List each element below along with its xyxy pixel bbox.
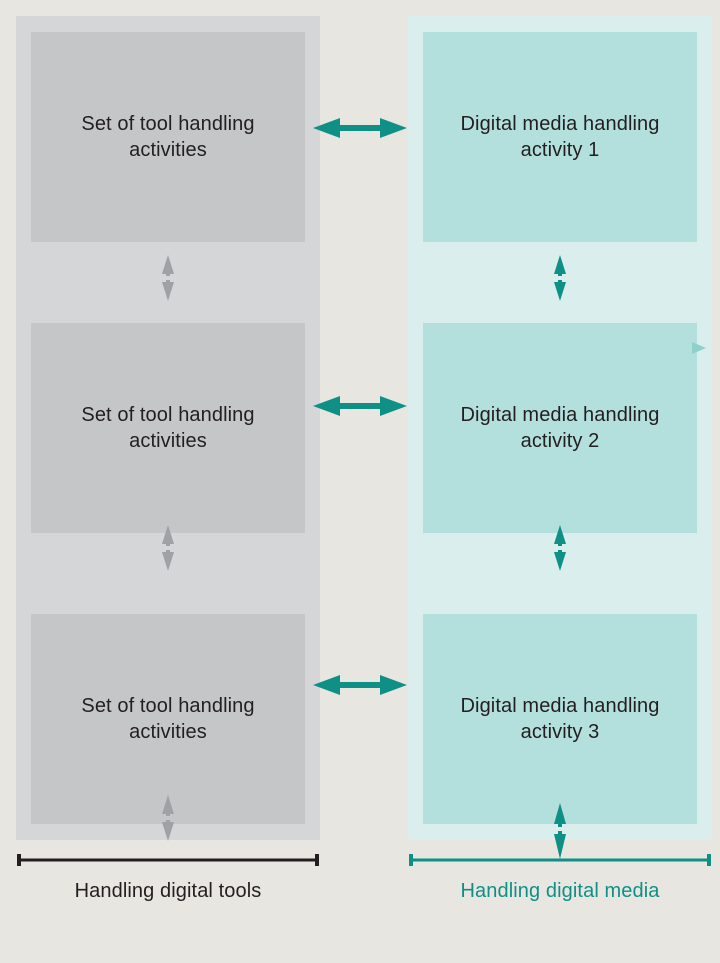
caption-handling-digital-media: Handling digital media	[460, 880, 660, 902]
link-double-arrow-icon-1	[312, 111, 408, 145]
caption-handling-digital-tools: Handling digital tools	[74, 880, 262, 902]
bracket-line-tools	[17, 854, 319, 866]
tool-activity-box-2[interactable]: Set of tool handling activities	[31, 323, 305, 533]
link-double-arrow-icon-2	[312, 389, 408, 423]
tool-activity-box-1[interactable]: Set of tool handling activities	[31, 32, 305, 242]
media-activity-box-3[interactable]: Digital media handling activity 3	[423, 614, 697, 824]
media-activity-label-2: Digital media handling activity 2	[460, 403, 660, 452]
tool-activity-label-1: Set of tool handling activities	[81, 112, 255, 161]
bracket-group-handling-digital-media: Handling digital media	[408, 852, 712, 905]
media-activity-label-3: Digital media handling activity 3	[460, 694, 660, 743]
tool-activity-label-3: Set of tool handling activities	[81, 694, 255, 743]
tool-vertical-double-arrow-icon-1	[155, 254, 181, 302]
bracket-line-media	[409, 854, 711, 866]
column-handling-digital-media: Digital media handling activity 1 Digita…	[408, 16, 712, 859]
link-double-arrow-icon-3	[312, 668, 408, 702]
column-handling-digital-tools: Set of tool handling activities Set of t…	[16, 16, 320, 841]
edge-arrowhead-icon	[692, 339, 720, 357]
media-activity-box-2[interactable]: Digital media handling activity 2	[423, 323, 697, 533]
media-activity-label-1: Digital media handling activity 1	[460, 112, 660, 161]
media-activity-box-1[interactable]: Digital media handling activity 1	[423, 32, 697, 242]
tool-activity-box-3[interactable]: Set of tool handling activities	[31, 614, 305, 824]
tool-activity-label-2: Set of tool handling activities	[81, 403, 255, 452]
media-vertical-double-arrow-icon-1	[547, 254, 573, 302]
bracket-group-handling-digital-tools: Handling digital tools	[16, 852, 320, 905]
